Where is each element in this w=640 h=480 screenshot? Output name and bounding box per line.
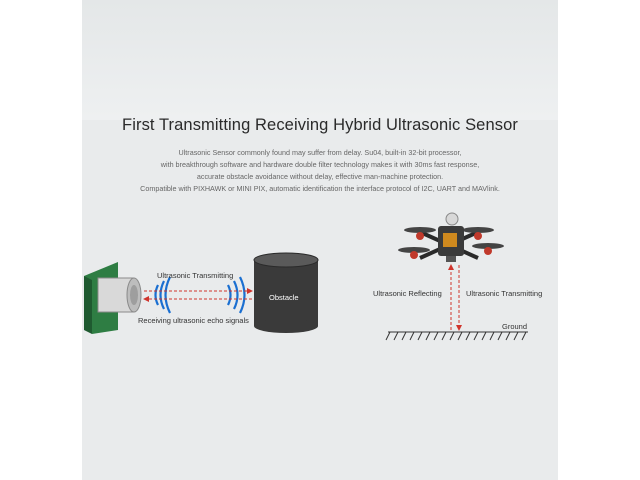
description-line: Ultrasonic Sensor commonly found may suf… [178,148,462,157]
reflect-label: Ultrasonic Reflecting [373,289,442,298]
drone-icon [398,212,504,262]
right-transmit-label: Ultrasonic Transmitting [466,289,543,298]
description-line: accurate obstacle avoidance without dela… [196,172,444,181]
description-line: Compatible with PIXHAWK or MINI PIX, aut… [140,184,500,193]
left-receive-label: Receiving ultrasonic echo signals [138,316,249,325]
ground-line [385,331,528,341]
left-transmit-label: Ultrasonic Transmitting [157,271,234,280]
ground-label: Ground [502,322,528,331]
description-line: with breakthrough software and hardware … [160,160,480,169]
transmit-waves-right [227,276,246,314]
description-block: Ultrasonic Sensor commonly found may suf… [90,147,550,195]
echo-waves-left [154,276,171,314]
obstacle-cylinder [253,252,319,333]
obstacle-label: Obstacle [269,293,299,302]
page-title: First Transmitting Receiving Hybrid Ultr… [122,116,518,134]
sensor-module [84,262,142,334]
background-gradient [82,0,558,120]
